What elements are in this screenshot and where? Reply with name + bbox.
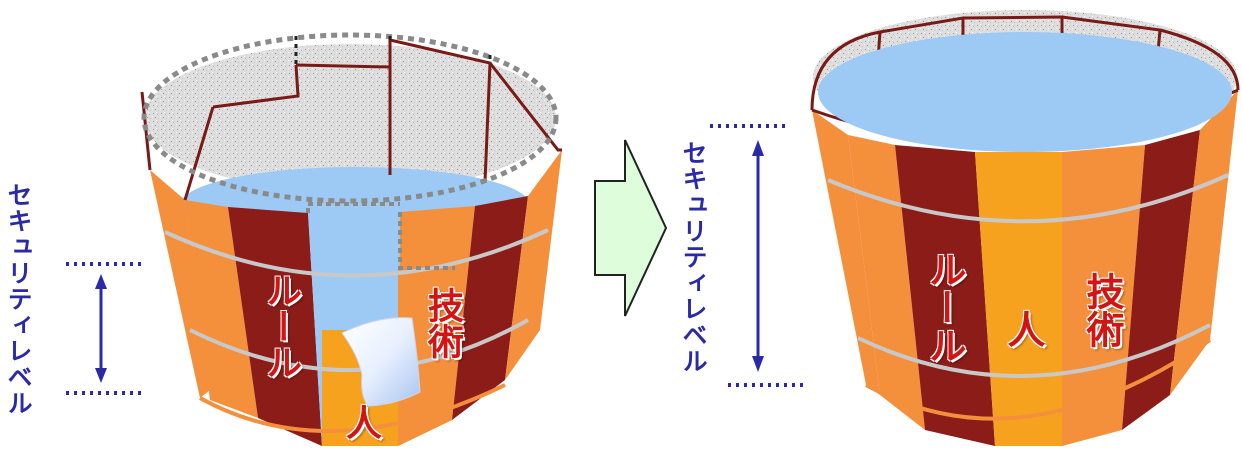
left-full-height-outline xyxy=(141,32,559,204)
right-bucket xyxy=(810,10,1240,446)
left-level-indicator xyxy=(66,262,146,395)
left-label-person: 人 xyxy=(340,404,381,440)
right-label-person: 人 xyxy=(1001,310,1045,348)
left-rim-staves xyxy=(140,38,562,201)
right-label-tech: 技術 xyxy=(1080,272,1124,348)
left-label-tech: 技術 xyxy=(422,287,463,359)
transition-arrow xyxy=(594,139,668,317)
right-water xyxy=(818,32,1232,152)
right-level-indicator xyxy=(710,124,808,387)
left-leak-patch xyxy=(341,317,421,407)
left-interior xyxy=(144,44,556,192)
left-bucket xyxy=(140,32,562,446)
right-label-rule: ルール xyxy=(922,250,966,364)
left-label-rule: ルール xyxy=(260,272,301,380)
left-security-level-label: セキュリティレベル xyxy=(4,182,33,416)
right-security-level-label: セキュリティレベル xyxy=(679,140,708,374)
